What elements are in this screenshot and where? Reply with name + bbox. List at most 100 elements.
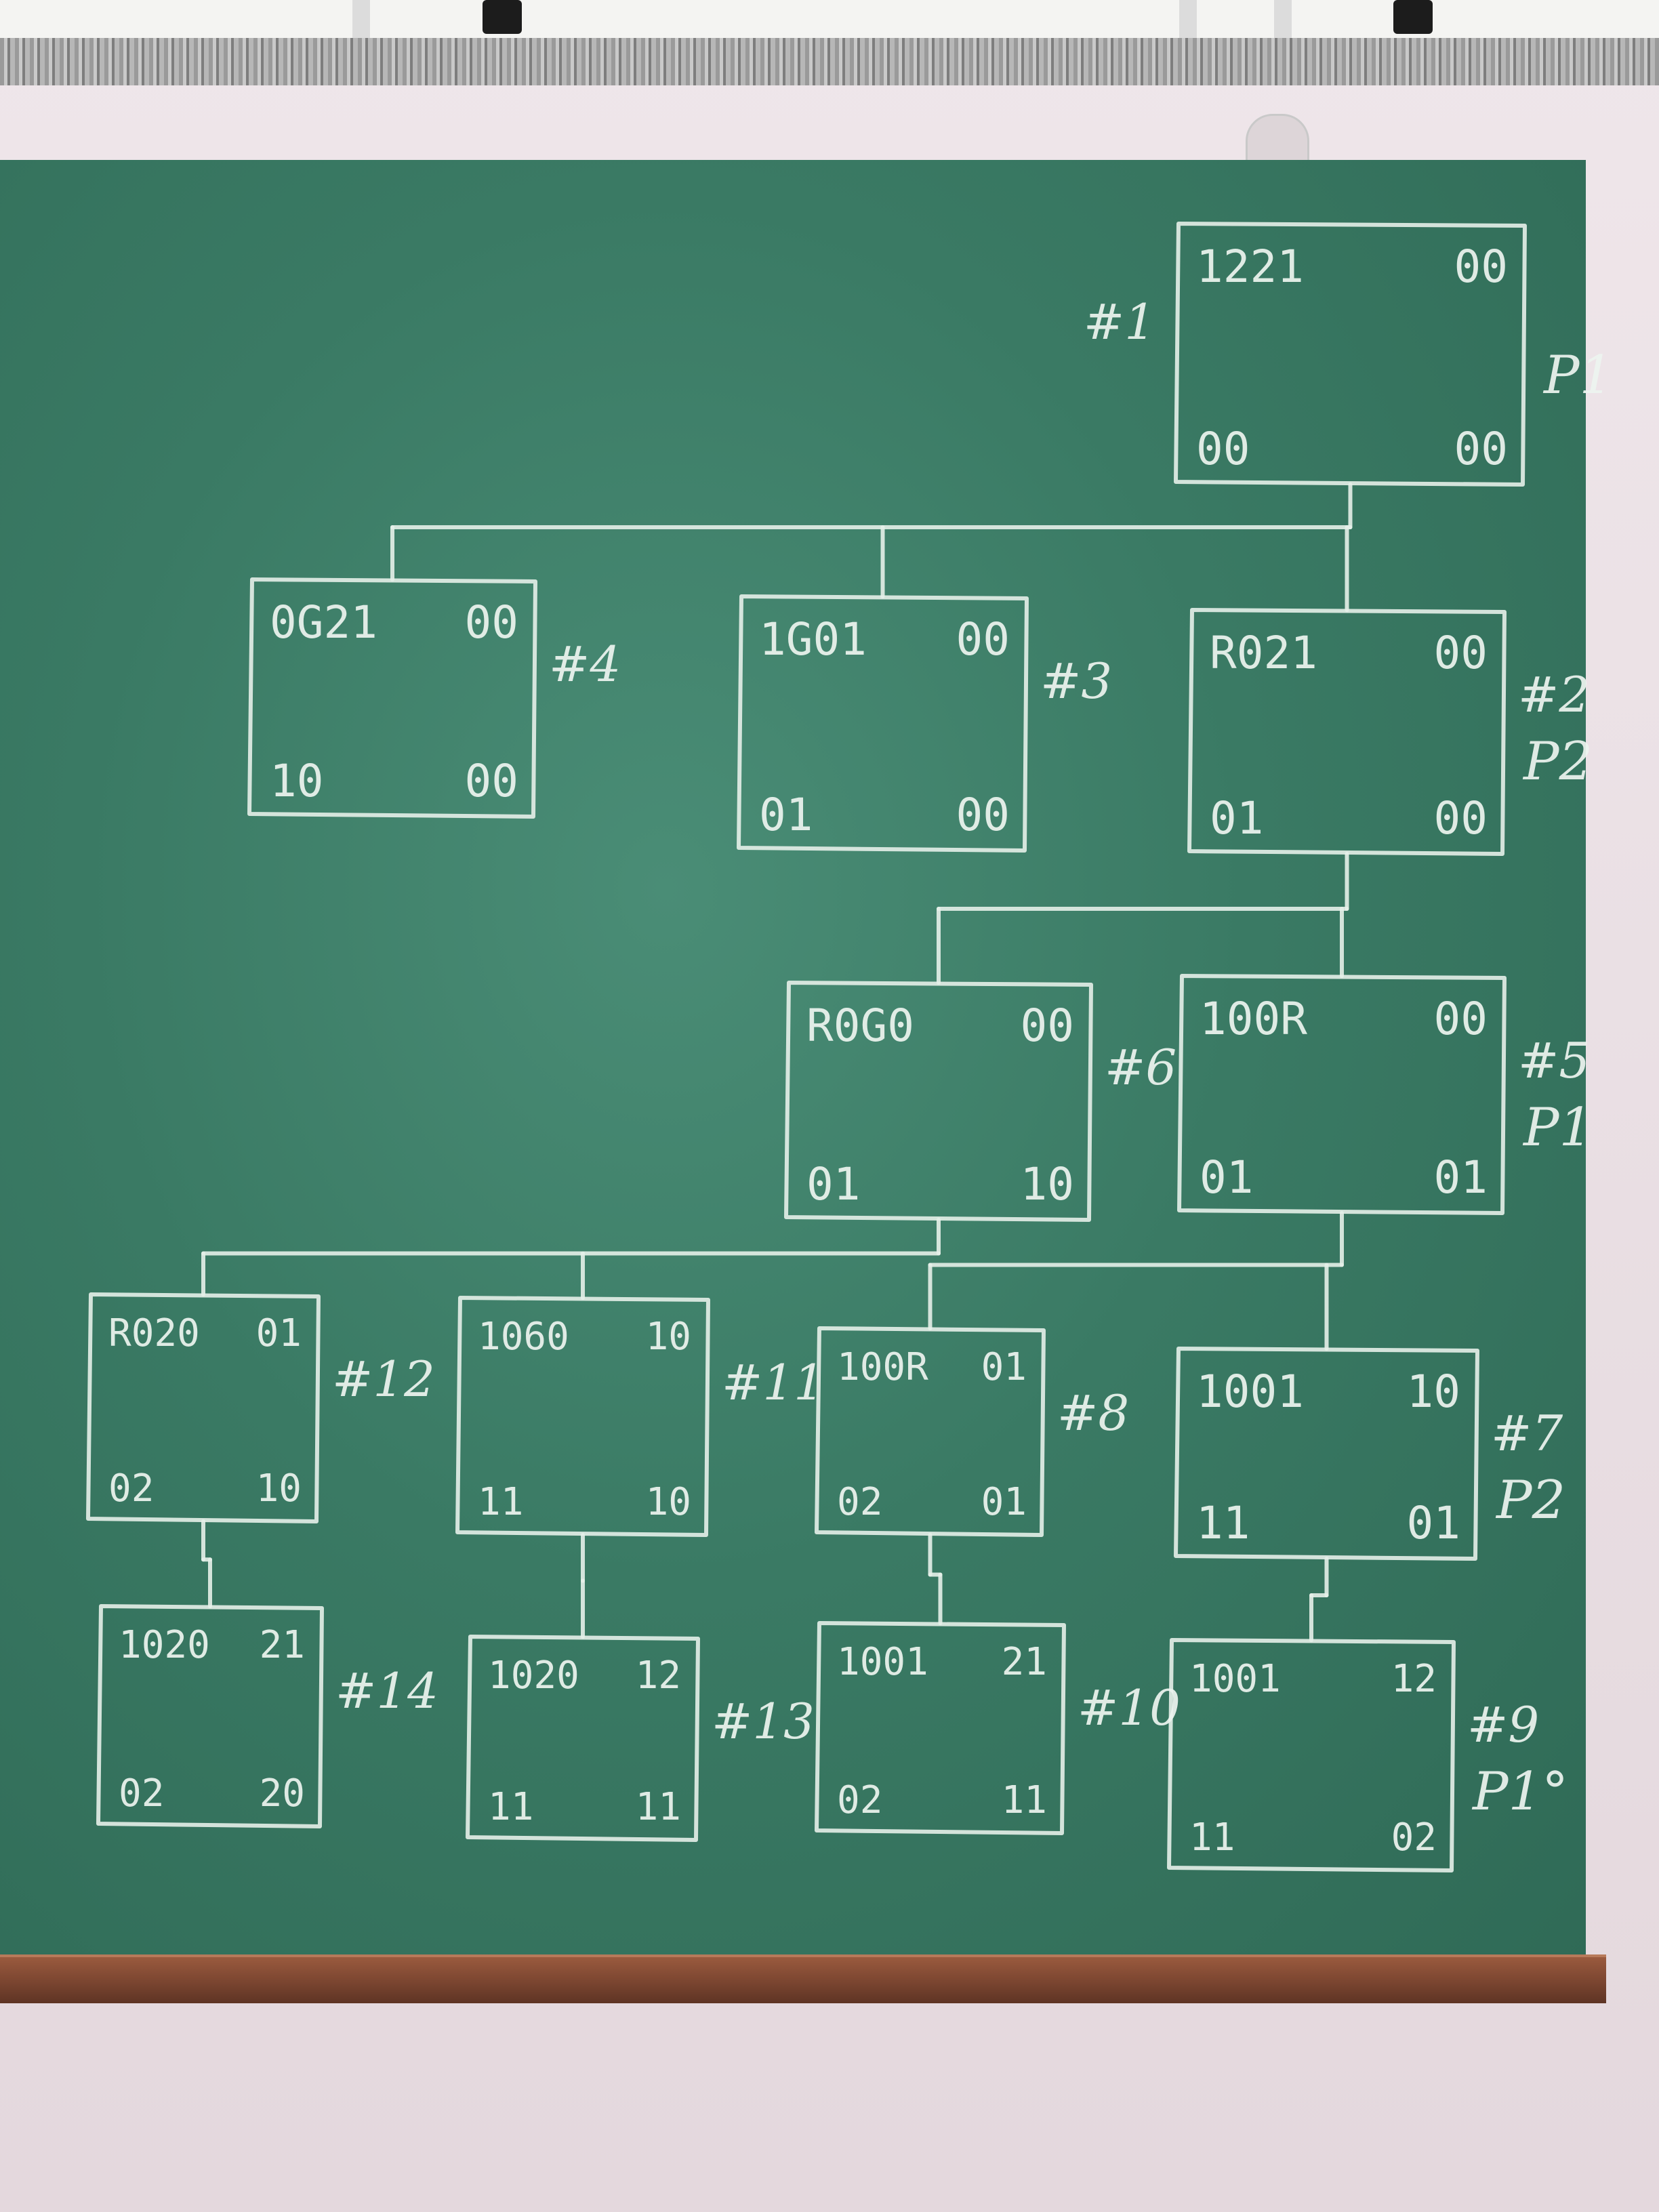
state-box [737, 594, 1029, 853]
state-bottom-left-value: 01 [806, 1158, 860, 1210]
state-top-right-value: 00 [956, 613, 1010, 665]
state-bottom-left-value: 11 [488, 1785, 533, 1829]
window-latch-icon [483, 0, 522, 34]
state-box [96, 1604, 324, 1828]
window-latch-icon [1393, 0, 1433, 34]
state-box [247, 577, 537, 819]
state-top-left-value: R020 [108, 1311, 200, 1355]
state-node: 1001 12 11 02 #9P1° [1167, 1638, 1568, 1872]
state-bottom-left-value: 02 [837, 1480, 882, 1524]
chalk-ledge [0, 1954, 1606, 2003]
state-node: 1001 21 02 11 #10 [815, 1621, 1181, 1835]
state-top-left-value: R021 [1210, 627, 1317, 679]
node-number-label: #9 [1467, 1696, 1539, 1753]
state-top-left-value: 1221 [1196, 241, 1304, 293]
state-bottom-right-value: 10 [256, 1467, 302, 1511]
node-number-label: #14 [335, 1662, 438, 1719]
state-bottom-right-value: 00 [465, 755, 518, 807]
node-number-label: #2 [1518, 666, 1590, 723]
state-box [86, 1292, 321, 1523]
state-top-right-value: 10 [646, 1315, 691, 1359]
state-bottom-left-value: 00 [1196, 423, 1250, 475]
state-top-left-value: 1001 [1189, 1657, 1281, 1701]
state-bottom-right-value: 10 [646, 1480, 691, 1524]
state-top-left-value: 1001 [1196, 1366, 1304, 1418]
state-top-right-value: 12 [1391, 1657, 1437, 1701]
player-label: P1° [1471, 1761, 1568, 1822]
state-box [1174, 1347, 1479, 1561]
window-mullion [1274, 0, 1292, 39]
state-bottom-left-value: 01 [1200, 1151, 1253, 1204]
state-bottom-left-value: 01 [759, 789, 813, 841]
state-node: 1G01 00 01 00 #3 [737, 594, 1112, 853]
state-box [815, 1326, 1046, 1537]
state-top-left-value: 1G01 [759, 613, 867, 665]
state-top-right-value: 00 [465, 596, 518, 649]
state-top-right-value: 01 [256, 1311, 302, 1355]
window-mullion [352, 0, 370, 39]
node-number-label: #13 [712, 1693, 815, 1750]
tree-edges [201, 483, 1353, 1642]
state-top-right-value: 10 [1407, 1366, 1460, 1418]
player-label: P2 [1522, 731, 1593, 792]
node-number-label: #1 [1084, 293, 1155, 350]
state-top-right-value: 00 [1021, 1000, 1074, 1052]
state-top-right-value: 00 [1454, 241, 1508, 293]
state-bottom-right-value: 01 [1407, 1497, 1460, 1549]
node-number-label: #3 [1040, 653, 1112, 710]
window-sill [0, 38, 1659, 85]
state-bottom-right-value: 11 [1002, 1778, 1047, 1822]
state-top-left-value: 100R [837, 1345, 928, 1389]
node-number-label: #4 [549, 636, 621, 693]
state-box [466, 1635, 700, 1842]
state-top-right-value: 12 [636, 1654, 681, 1698]
state-node: R0G0 00 01 10 #6 [784, 981, 1176, 1222]
state-top-left-value: R0G0 [806, 1000, 914, 1052]
node-number-label: #12 [332, 1351, 435, 1408]
state-bottom-right-value: 00 [956, 789, 1010, 841]
state-box [455, 1296, 710, 1537]
state-node: 1020 12 11 11 #13 [466, 1635, 815, 1842]
state-box [1174, 222, 1527, 487]
state-node: R021 00 01 00 #2P2 [1187, 608, 1593, 856]
window-mullion [1179, 0, 1197, 39]
state-top-left-value: 0G21 [270, 596, 377, 649]
state-box [815, 1621, 1066, 1835]
state-bottom-right-value: 10 [1021, 1158, 1074, 1210]
player-label: P1 [1542, 345, 1613, 406]
state-box [1167, 1638, 1456, 1872]
node-number-label: #11 [722, 1354, 825, 1411]
state-top-left-value: 100R [1200, 993, 1307, 1045]
state-bottom-left-value: 01 [1210, 792, 1263, 844]
state-bottom-right-value: 00 [1434, 792, 1488, 844]
state-bottom-right-value: 11 [636, 1785, 681, 1829]
state-bottom-right-value: 01 [1434, 1151, 1488, 1204]
state-box [1187, 608, 1507, 856]
node-number-label: #10 [1078, 1679, 1181, 1736]
node-number-label: #6 [1105, 1039, 1176, 1096]
state-box [1177, 974, 1507, 1215]
state-bottom-left-value: 11 [1196, 1497, 1250, 1549]
state-top-right-value: 00 [1434, 627, 1488, 679]
node-number-label: #5 [1518, 1032, 1590, 1089]
node-number-label: #8 [1057, 1385, 1129, 1441]
state-bottom-right-value: 02 [1391, 1816, 1437, 1860]
player-label: P2 [1495, 1470, 1565, 1531]
state-node: 1001 10 11 01 #7P2 [1174, 1347, 1565, 1561]
state-bottom-left-value: 02 [837, 1778, 882, 1822]
state-top-left-value: 1020 [488, 1654, 579, 1698]
node-number-label: #7 [1491, 1405, 1563, 1462]
state-top-right-value: 21 [1002, 1640, 1047, 1684]
state-top-left-value: 1001 [837, 1640, 928, 1684]
player-label: P1 [1522, 1097, 1593, 1158]
board-hook-icon [1246, 114, 1309, 167]
state-bottom-left-value: 11 [1189, 1816, 1235, 1860]
